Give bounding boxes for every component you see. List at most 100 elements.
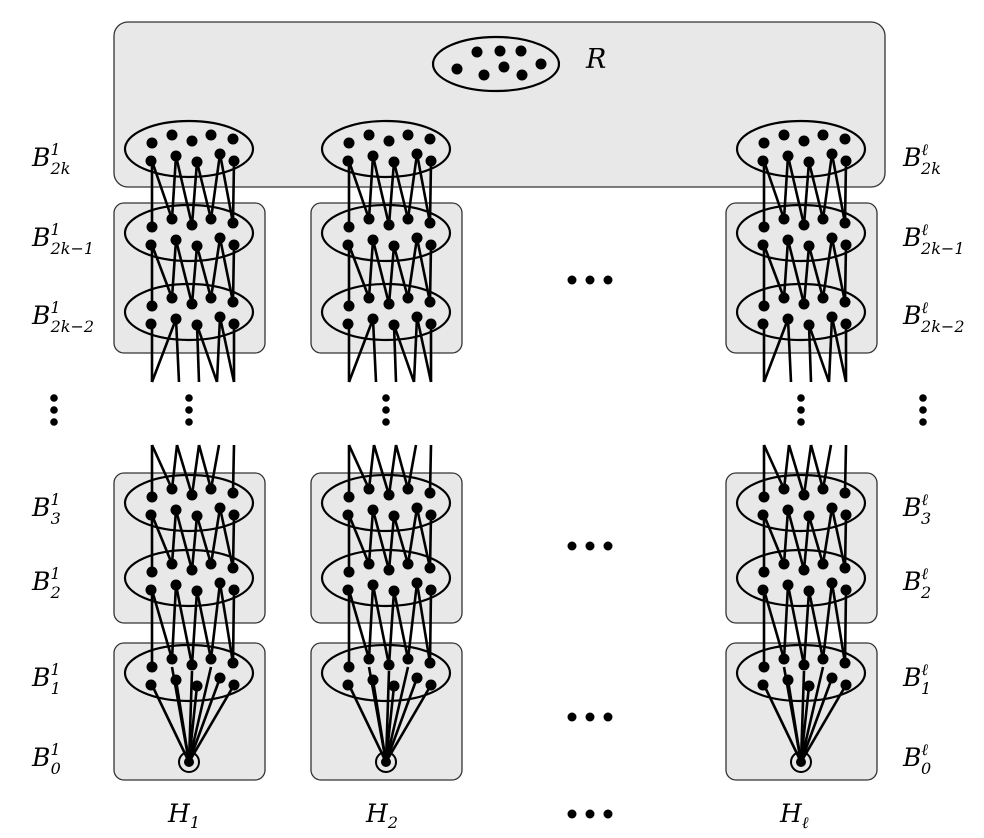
- vertex: [758, 491, 770, 503]
- vertex: [145, 584, 157, 596]
- set-ellipse: [320, 548, 452, 608]
- vertex: [839, 296, 851, 308]
- vertex: [343, 221, 355, 233]
- edge-h1: [150, 514, 174, 565]
- vertex: [343, 491, 355, 503]
- vertex: [758, 137, 770, 149]
- edge-h2: [415, 582, 432, 664]
- dangling-edge-h2: [428, 444, 433, 494]
- root-vertex: [498, 61, 510, 73]
- dangling-edge-h1: [209, 444, 221, 490]
- vertex: [186, 135, 198, 147]
- hub-edge-h2: [384, 666, 410, 763]
- edge-hl: [782, 239, 790, 299]
- vertex-set-h2-b1: [320, 643, 452, 703]
- edge-h2: [392, 161, 410, 220]
- vertex: [186, 659, 198, 671]
- vertex: [839, 133, 851, 145]
- vertex-set-hl-b1: [735, 643, 867, 703]
- vertex: [798, 659, 810, 671]
- vertex-set-h1-b2k-1: [123, 203, 255, 263]
- vertex: [411, 311, 423, 323]
- vertex: [839, 217, 851, 229]
- dangling-edge-h2: [392, 324, 398, 383]
- dangling-edge-hl: [827, 316, 834, 383]
- edge-h2: [371, 584, 391, 666]
- edge-h1: [170, 239, 178, 299]
- dangling-edge-hl: [802, 444, 813, 496]
- vertex: [363, 213, 375, 225]
- vertex: [228, 679, 240, 691]
- vertex: [839, 562, 851, 574]
- dangling-edge-h1: [195, 324, 219, 383]
- horizontal-ellipsis-columns: [567, 809, 613, 819]
- vertex: [146, 661, 158, 673]
- vertex: [227, 562, 239, 574]
- dangling-edge-h1: [175, 444, 194, 496]
- vertex: [424, 296, 436, 308]
- dangling-edge-h2: [412, 316, 419, 383]
- root-vertex: [494, 45, 506, 57]
- vertex: [191, 319, 203, 331]
- dangling-edge-h2: [415, 316, 433, 383]
- vertex: [214, 232, 226, 244]
- vertex: [145, 155, 157, 167]
- vertex: [205, 129, 217, 141]
- edge-h2: [406, 153, 419, 220]
- vertex: [227, 487, 239, 499]
- dangling-edge-hl: [807, 324, 813, 383]
- vertex-set-h2-b0: [375, 751, 397, 773]
- vertex: [402, 213, 414, 225]
- dangling-edge-hl: [821, 444, 833, 490]
- vertex: [778, 653, 790, 665]
- vertex: [145, 679, 157, 691]
- vertex: [424, 657, 436, 669]
- vertex: [402, 558, 414, 570]
- root-vertex: [535, 58, 547, 70]
- vertex: [778, 129, 790, 141]
- vertex: [363, 558, 375, 570]
- vertex: [363, 292, 375, 304]
- vertex: [214, 672, 226, 684]
- vertex: [778, 558, 790, 570]
- vertex: [166, 653, 178, 665]
- edge-h1: [190, 515, 199, 571]
- dangling-edge-h1: [150, 318, 178, 383]
- vertex: [343, 137, 355, 149]
- edge-h1: [218, 582, 235, 664]
- vertex: [388, 585, 400, 597]
- vertical-ellipsis-right: [919, 394, 927, 426]
- vertex-set-h2-b2k: [320, 119, 452, 179]
- edge-h2: [392, 590, 410, 660]
- edge-h1: [209, 237, 222, 299]
- vertex: [191, 510, 203, 522]
- vertex: [424, 217, 436, 229]
- dangling-edge-h1: [231, 444, 236, 494]
- edge-hl: [830, 582, 847, 664]
- vertex: [166, 558, 178, 570]
- vertex: [826, 232, 838, 244]
- edge-h1: [174, 584, 194, 666]
- set-ellipse: [320, 119, 452, 179]
- root-set: [431, 35, 561, 93]
- dangling-edge-h1: [197, 444, 213, 490]
- edge-h2: [428, 589, 433, 664]
- hub-edge-h1: [187, 684, 236, 763]
- vertex: [803, 240, 815, 252]
- vertex: [840, 239, 852, 251]
- edge-h2: [387, 590, 396, 666]
- edge-h1: [190, 161, 199, 226]
- set-ellipse: [123, 548, 255, 608]
- column-label-hl: Hℓ: [779, 799, 809, 832]
- set-ellipse: [735, 282, 867, 342]
- edge-hl: [821, 507, 834, 565]
- set-ellipse: [735, 203, 867, 263]
- vertex: [146, 491, 158, 503]
- vertex: [840, 318, 852, 330]
- hub-edge-hl: [799, 684, 848, 763]
- vertex: [146, 221, 158, 233]
- vertex-set-hl-b2k-1: [735, 203, 867, 263]
